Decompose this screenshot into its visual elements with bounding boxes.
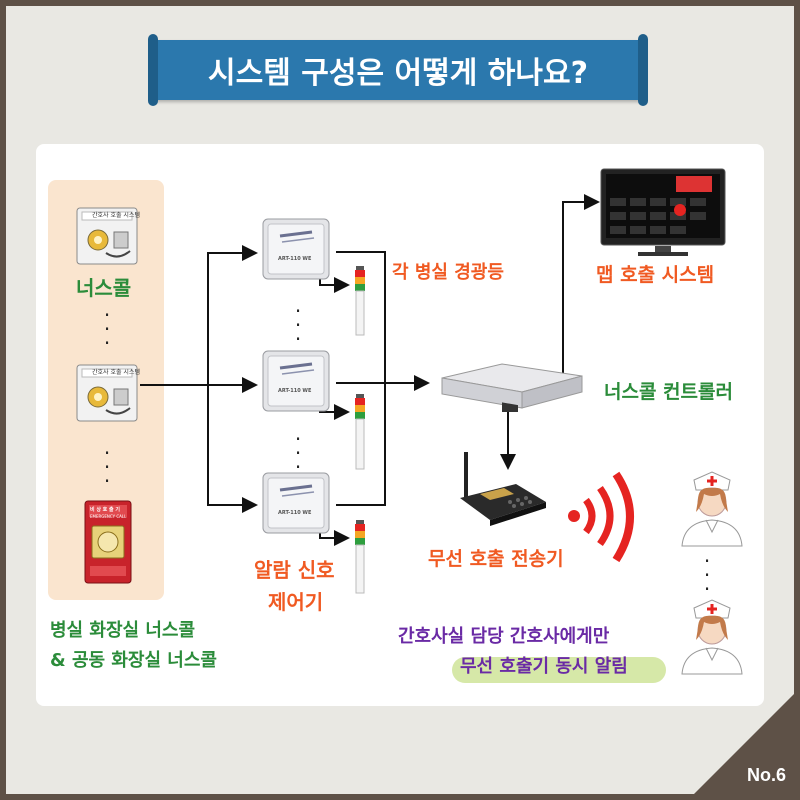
page-number-badge: No.6 xyxy=(746,765,786,785)
nurse-icon xyxy=(681,471,743,547)
notify-label-1: 간호사실 담당 간호사에게만 xyxy=(398,626,610,647)
emergency-sub-caption: EMERGENCY CALL xyxy=(90,514,127,519)
room-lamp-label: 각 병실 경광등 xyxy=(392,262,504,283)
alarm-controller-icon xyxy=(262,350,330,412)
nurse-icon xyxy=(681,599,743,675)
monitor-icon xyxy=(600,168,726,256)
nurse-call-controller-icon xyxy=(441,363,583,412)
panel-caption: 간호사 호출 시스템 xyxy=(92,369,140,376)
tower-lamp-icon xyxy=(355,266,365,336)
ellipsis-dots: ··· xyxy=(294,299,302,351)
signal-waves-icon xyxy=(568,471,634,563)
transmitter-model: ART-110 WE xyxy=(278,256,312,262)
corner-fold xyxy=(694,694,794,794)
transmitter-model: ART-110 WE xyxy=(278,388,312,394)
transmitter-model: ART-110 WE xyxy=(278,510,312,516)
notify-highlight xyxy=(452,657,666,683)
nurse-call-panel-icon xyxy=(76,207,138,265)
alarm-controller-icon xyxy=(262,218,330,280)
nurse-call-panel-icon xyxy=(76,364,138,422)
page-title: 시스템 구성은 어떻게 하나요? xyxy=(148,34,648,106)
emergency-caption: 비 상 호 출 기 xyxy=(90,507,120,513)
emergency-call-device-icon xyxy=(84,500,132,584)
panel-caption: 간호사 호출 시스템 xyxy=(92,212,140,219)
alarm-controller-label-2: 제어기 xyxy=(268,590,324,614)
bathroom-call-label-1: 병실 화장실 너스콜 xyxy=(50,620,196,641)
alarm-controller-label-1: 알람 신호 xyxy=(254,558,335,582)
alarm-controller-icon xyxy=(262,472,330,534)
map-call-system-label: 맵 호출 시스템 xyxy=(596,264,715,286)
notify-label-2: 무선 호출기 동시 알림 xyxy=(460,656,628,677)
bathroom-call-label-2: & 공동 화장실 너스콜 xyxy=(50,650,217,671)
nurse-call-controller-label: 너스콜 컨트롤러 xyxy=(604,381,733,403)
wireless-transmitter-icon xyxy=(460,452,546,526)
ellipsis-dots: ··· xyxy=(294,427,302,479)
tower-lamp-icon xyxy=(355,520,365,594)
nurse-call-label: 너스콜 xyxy=(76,276,132,300)
ellipsis-dots: ··· xyxy=(103,441,111,493)
wireless-transmitter-label: 무선 호출 전송기 xyxy=(428,548,564,570)
ellipsis-dots: ··· xyxy=(703,549,711,601)
ellipsis-dots: ··· xyxy=(103,303,111,355)
tower-lamp-icon xyxy=(355,394,365,470)
